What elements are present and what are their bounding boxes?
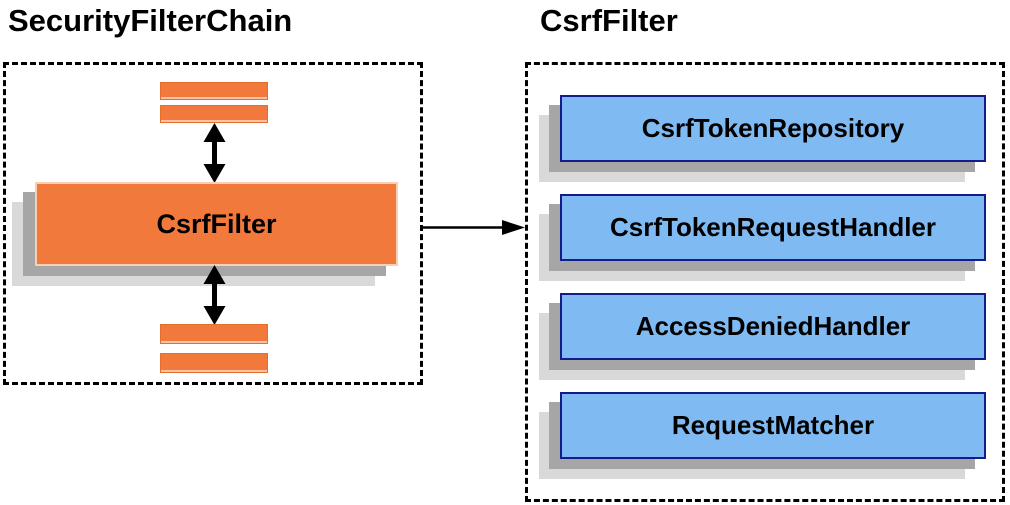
- component-label: CsrfTokenRepository: [641, 113, 905, 143]
- double-arrow-icon-bottom: [203, 265, 226, 325]
- component-label: CsrfTokenRequestHandler: [609, 212, 937, 242]
- chain-filter-bar-top-2: [160, 105, 268, 123]
- component-csrf-token-request-handler: CsrfTokenRequestHandler: [560, 194, 986, 261]
- csrf-filter-components-container: [525, 62, 1005, 502]
- chain-filter-bar-top-1: [160, 82, 268, 100]
- security-filter-chain-container: [3, 62, 423, 385]
- chain-filter-bar-bottom-1: [160, 324, 268, 344]
- csrf-filter-node: CsrfFilter: [35, 182, 398, 266]
- component-csrf-token-repository: CsrfTokenRepository: [560, 95, 986, 162]
- double-arrow-icon-top: [203, 123, 226, 183]
- component-label: RequestMatcher: [671, 410, 875, 440]
- chain-filter-bar-bottom-2: [160, 353, 268, 373]
- flow-arrow-icon: [423, 220, 525, 235]
- csrf-filter-title: CsrfFilter: [540, 3, 678, 38]
- component-request-matcher: RequestMatcher: [560, 392, 986, 459]
- csrf-filter-node-label: CsrfFilter: [156, 208, 277, 239]
- component-access-denied-handler: AccessDeniedHandler: [560, 293, 986, 360]
- security-filter-chain-title: SecurityFilterChain: [8, 3, 293, 38]
- component-label: AccessDeniedHandler: [635, 311, 911, 341]
